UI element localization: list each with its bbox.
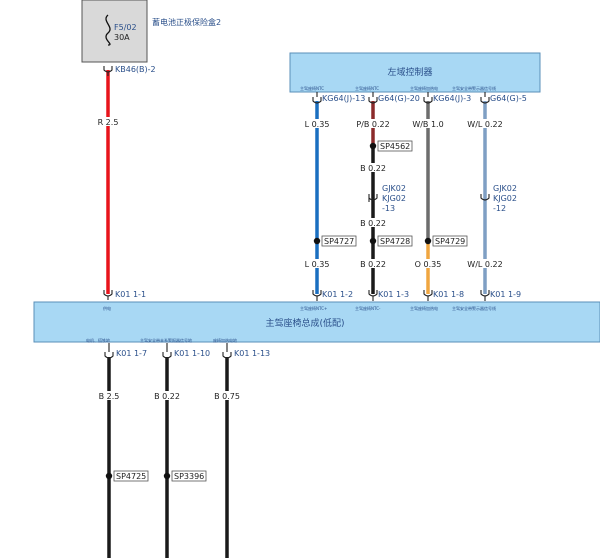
- splice-dot: [424, 237, 432, 245]
- wire-spec: B 0.22: [154, 392, 180, 401]
- splice-label: SP3396: [174, 472, 204, 481]
- wire-spec: B 0.22: [360, 164, 386, 173]
- splice-label: SP4562: [380, 142, 410, 151]
- seat-bottom-pin-label: 座椅加热电地: [213, 337, 237, 343]
- seat-top-pin-label: 主驾座椅NTC+: [300, 305, 327, 311]
- inline-connector-label: -13: [382, 204, 395, 213]
- wire-spec: B 0.22: [360, 260, 386, 269]
- seat-connector-label: K01 1-3: [378, 290, 409, 299]
- seat-assembly-module: [33, 301, 600, 343]
- wire-spec: R 2.5: [98, 118, 119, 127]
- terminal-icon: [103, 66, 113, 76]
- splice-label: SP4727: [324, 237, 354, 246]
- wire-spec: W/L 0.22: [467, 260, 502, 269]
- inline-connector-label: -12: [493, 204, 506, 213]
- seat-top-pin-label: 供电: [103, 305, 111, 311]
- wire-spec: W/B 1.0: [412, 120, 443, 129]
- terminal-icon: [312, 92, 322, 104]
- seat-top-pin-label: 主驾座椅加热电: [410, 305, 438, 311]
- wire-spec-labels: R 2.5 L 0.35 P/B 0.22 W/B 1.0 W/L 0.22 B…: [97, 117, 503, 401]
- inline-connector-icon: [368, 194, 378, 202]
- splice-dot: [369, 142, 377, 150]
- wire-spec: O 0.35: [415, 260, 442, 269]
- wire-spec: L 0.35: [305, 120, 330, 129]
- controller-pin-label: 主驾座椅NTC: [355, 85, 379, 91]
- seat-bottom-pin-label: 电机、搭铁地: [86, 337, 110, 343]
- fuse-box-label: 蓄电池正极保险盒2: [152, 17, 221, 27]
- splice-dot: [313, 237, 321, 245]
- terminal-icon: [103, 290, 113, 300]
- seat-assembly-title: 主驾座椅总成(低配): [265, 317, 344, 329]
- inline-connector-label: GJK02: [382, 184, 406, 193]
- splice-dot: [163, 472, 171, 480]
- seat-connector-label: K01 1-8: [433, 290, 464, 299]
- seat-connector-label: K01 1-2: [322, 290, 353, 299]
- controller-pin-label: 主驾座椅加热电: [410, 85, 438, 91]
- wire-spec: P/B 0.22: [356, 120, 389, 129]
- splice-label: SP4725: [116, 472, 146, 481]
- wire-spec: B 0.22: [360, 219, 386, 228]
- controller-connector-label: KG64(J)-3: [433, 94, 471, 103]
- splice-dots: [105, 142, 432, 480]
- left-controller-title: 左域控制器: [387, 66, 432, 78]
- inline-connector-label: KJG02: [493, 194, 517, 203]
- seat-bottom-connector-label: K01 1-7: [116, 349, 147, 358]
- controller-pin-label: 主驾座椅NTC: [300, 85, 324, 91]
- terminal-icon: [104, 343, 114, 359]
- wire-spec: B 0.75: [214, 392, 240, 401]
- terminal-marks: [103, 66, 490, 359]
- seat-bottom-connector-label: K01 1-10: [174, 349, 210, 358]
- fuse-connector-label: KB46(B)-2: [115, 65, 156, 74]
- controller-pin-label: 主驾安全带警示器信号线: [452, 85, 496, 91]
- inline-connector-icon: [480, 194, 490, 201]
- terminal-icon: [480, 290, 490, 301]
- controller-connector-label: G64(G)-20: [378, 94, 420, 103]
- terminal-icon: [368, 290, 378, 301]
- terminal-icon: [423, 92, 433, 104]
- inline-connector-label: KJG02: [382, 194, 406, 203]
- seat-connector-label: K01 1-9: [490, 290, 521, 299]
- seat-bottom-connector-label: K01 1-13: [234, 349, 270, 358]
- wire-spec: B 2.5: [99, 392, 120, 401]
- seat-bottom-pin-label: 主驾安全带未系警报器信号地: [140, 337, 192, 343]
- terminal-icon: [368, 92, 378, 104]
- seat-connector-label: K01 1-1: [115, 290, 146, 299]
- terminal-icon: [162, 343, 172, 359]
- terminal-icon: [480, 92, 490, 104]
- terminal-icon: [222, 343, 232, 359]
- seat-top-pin-label: 主驾安全带警示器信号线: [452, 305, 496, 311]
- splice-dot: [105, 472, 113, 480]
- fuse-id: F5/02: [114, 23, 137, 32]
- controller-connector-label: G64(G)-5: [490, 94, 527, 103]
- terminal-icon: [312, 290, 322, 301]
- wire-spec: L 0.35: [305, 260, 330, 269]
- fuse-rating: 30A: [114, 33, 130, 42]
- splice-dot: [369, 237, 377, 245]
- fuse-box: [81, 0, 148, 63]
- seat-top-pin-label: 主驾座椅NTC-: [355, 305, 381, 311]
- controller-connector-label: KG64(J)-13: [322, 94, 365, 103]
- wire-spec: W/L 0.22: [467, 120, 502, 129]
- splice-labels: SP4562 SP4727 SP4728 SP4729 SP4725 SP339…: [113, 140, 468, 482]
- left-controller-module: [289, 52, 541, 93]
- fuse-icon: [105, 14, 111, 46]
- splice-label: SP4729: [435, 237, 465, 246]
- inline-connector-label: GJK02: [493, 184, 517, 193]
- terminal-icon: [423, 290, 433, 301]
- splice-label: SP4728: [380, 237, 410, 246]
